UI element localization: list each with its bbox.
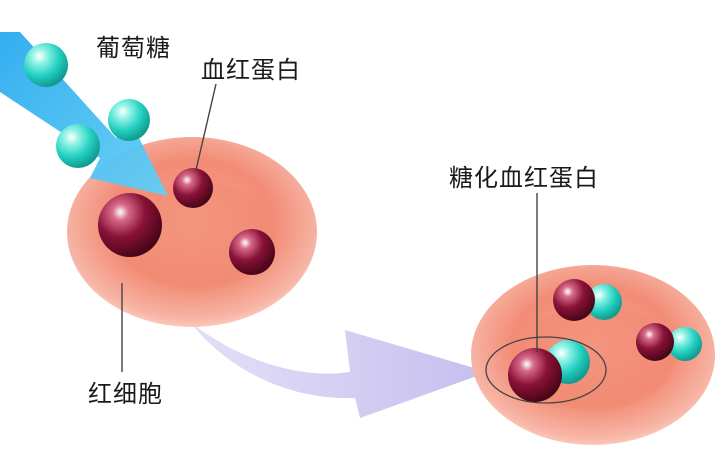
- label-hemoglobin: 血红蛋白: [201, 56, 301, 84]
- leader-line-hemoglobin: [195, 83, 217, 171]
- glycated-hemoglobin-pair: [636, 323, 702, 361]
- hemoglobin-molecule: [98, 193, 162, 257]
- glucose-molecule: [108, 99, 150, 141]
- highlight-ring: [485, 336, 607, 404]
- label-glycated-hemoglobin: 糖化血红蛋白: [449, 164, 599, 192]
- glycated-hemoglobin-pair-highlighted: [508, 340, 590, 402]
- glycated-hemoglobin-pair: [553, 279, 622, 321]
- glucose-molecule: [24, 43, 68, 87]
- hemoglobin-molecule: [173, 168, 213, 208]
- label-glucose: 葡萄糖: [96, 34, 171, 62]
- hemoglobin-molecule: [229, 229, 275, 275]
- glucose-molecule: [56, 124, 100, 168]
- label-red-blood-cell: 红细胞: [88, 380, 163, 408]
- transition-arrow: [190, 322, 488, 418]
